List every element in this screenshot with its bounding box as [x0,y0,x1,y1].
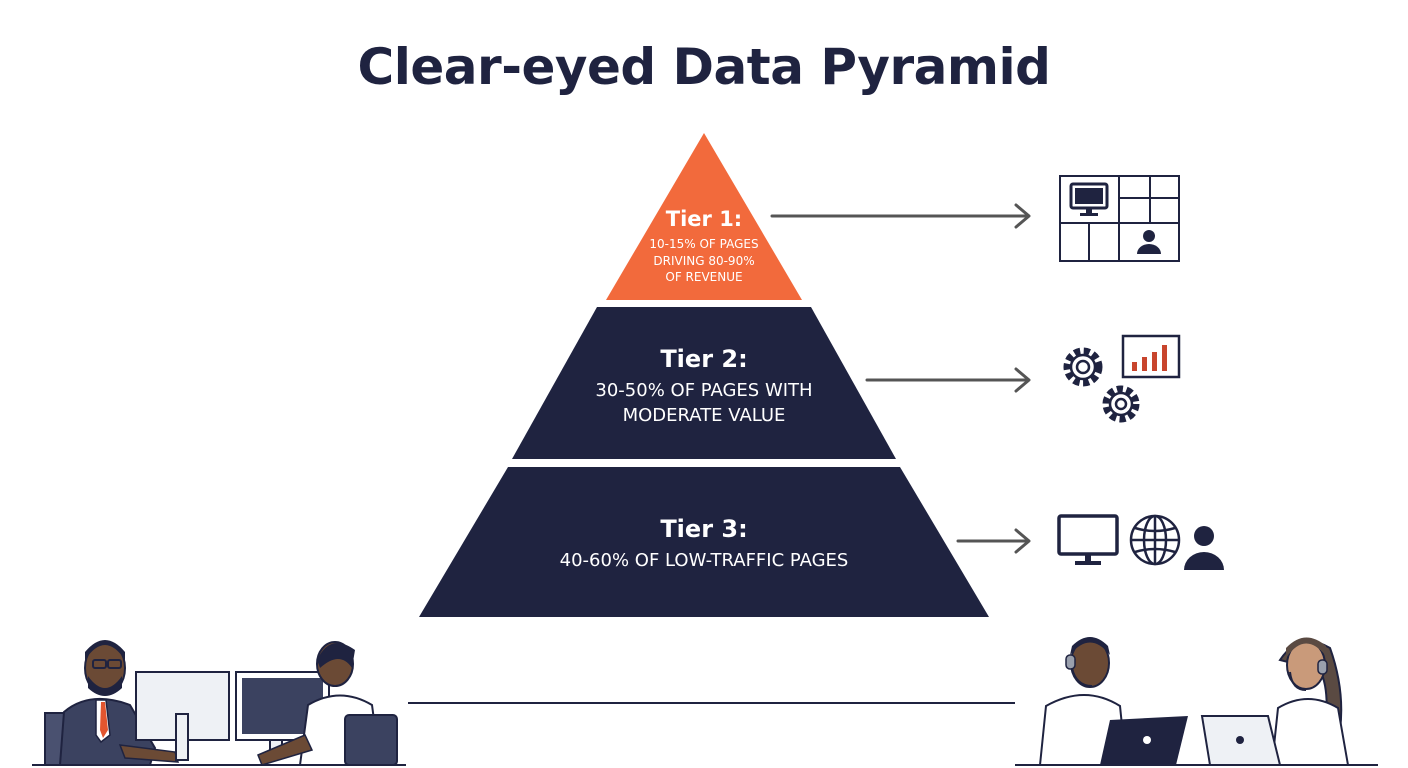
tier-3-shape [419,467,989,617]
support-agents-illustration [1015,637,1378,766]
tier-1-heading: Tier 1: [666,207,742,231]
tier-1-line-2: DRIVING 80-90% [653,254,754,268]
tier-3-arrow [956,528,1031,554]
bar-chart-icon [1121,334,1181,379]
tier-2-heading: Tier 2: [660,345,747,373]
gear-icon-small [1102,385,1140,423]
tier-3-line-1: 40-60% OF LOW-TRAFFIC PAGES [560,550,849,571]
page-title: Clear-eyed Data Pyramid [357,38,1051,96]
analysts-illustration [32,640,406,766]
tier-1-shape [606,133,802,300]
dashboard-grid-icon [1059,175,1180,262]
monitor-icon-large [1057,514,1119,565]
globe-icon [1129,514,1181,566]
tier-2-shape [512,307,896,459]
user-icon [1137,230,1161,254]
tier-1-line-1: 10-15% OF PAGES [649,237,758,251]
monitor-icon [1069,182,1109,216]
tier-3-heading: Tier 3: [660,515,747,543]
gear-icon [1063,347,1103,387]
tier-1-line-3: OF REVENUE [665,270,742,284]
tier-2-line-1: 30-50% OF PAGES WITH [595,380,812,401]
tier-2-arrow [865,367,1031,393]
user-icon-large [1184,526,1224,570]
tier-1-arrow [770,203,1031,229]
tier-2-line-2: MODERATE VALUE [623,405,786,426]
